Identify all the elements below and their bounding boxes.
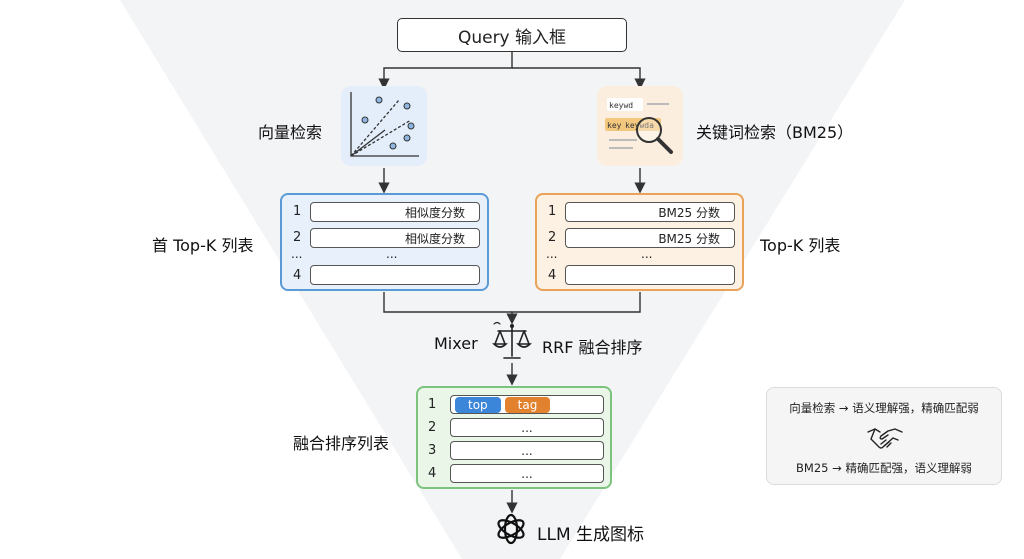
fused-row-1-num: 1 bbox=[428, 397, 437, 412]
tag-tag: tag bbox=[504, 396, 551, 413]
vector-scatter-icon bbox=[341, 86, 427, 166]
right-row-2: BM25 分数 bbox=[565, 228, 735, 248]
right-row-2-num: 2 bbox=[548, 230, 557, 245]
fused-row-2: ... bbox=[450, 418, 604, 437]
mixer-label: Mixer bbox=[434, 334, 478, 353]
comparison-note-card: 向量检索 → 语义理解强，精确匹配弱 BM25 → 精确匹配强，语义理解弱 bbox=[766, 387, 1002, 485]
handshake-icon bbox=[867, 428, 903, 449]
fused-ranking-list: 1 top tag 2 ... 3 ... 4 ... bbox=[416, 386, 612, 489]
fused-row-1: top tag bbox=[450, 395, 604, 414]
right-row-1: BM25 分数 bbox=[565, 202, 735, 222]
right-row-ellipsis: ... bbox=[641, 247, 653, 261]
right-row-4 bbox=[565, 265, 735, 285]
right-row-1-num: 1 bbox=[548, 204, 557, 219]
fused-list-label: 融合排序列表 bbox=[293, 434, 390, 453]
fused-row-3: ... bbox=[450, 441, 604, 460]
left-row-4 bbox=[310, 265, 480, 285]
vector-search-label: 向量检索 bbox=[258, 123, 323, 142]
fused-row-4: ... bbox=[450, 464, 604, 483]
query-label: Query 输入框 bbox=[457, 27, 567, 48]
keyword-icon-word-1: keywd bbox=[609, 101, 633, 110]
llm-output-label: LLM 生成图标 bbox=[537, 525, 645, 545]
right-list-label: Top-K 列表 bbox=[760, 236, 841, 255]
fused-row-3-num: 3 bbox=[428, 443, 437, 458]
keyword-icon-word-2: key bbox=[607, 121, 622, 130]
left-topk-list: 1 相似度分数 2 相似度分数 ... ... 4 bbox=[280, 193, 489, 291]
left-row-2-num: 2 bbox=[293, 230, 302, 245]
query-input-box: Query 输入框 bbox=[397, 18, 627, 52]
right-row-4-num: 4 bbox=[548, 268, 557, 283]
left-row-ellipsis-num: ... bbox=[291, 247, 303, 261]
right-row-ellipsis-num: ... bbox=[546, 247, 558, 261]
left-list-label: 首 Top-K 列表 bbox=[152, 236, 254, 255]
keyword-search-label: 关键词检索（BM25） bbox=[696, 123, 854, 142]
note-line-bm25: BM25 → 精确匹配强，语义理解弱 bbox=[796, 461, 972, 475]
scale-icon bbox=[492, 320, 532, 362]
keyword-search-icon: keywd key keywda bbox=[597, 86, 683, 166]
rrf-label: RRF 融合排序 bbox=[542, 338, 643, 357]
fused-row-2-num: 2 bbox=[428, 420, 437, 435]
openai-logo-icon bbox=[494, 512, 528, 546]
tag-top: top bbox=[455, 396, 501, 413]
keyword-icon-word-3: keywda bbox=[625, 121, 654, 130]
left-row-4-num: 4 bbox=[293, 268, 302, 283]
left-row-ellipsis: ... bbox=[386, 247, 398, 261]
fused-row-4-num: 4 bbox=[428, 466, 437, 481]
left-row-1-num: 1 bbox=[293, 204, 302, 219]
left-row-1: 相似度分数 bbox=[310, 202, 480, 222]
left-row-2: 相似度分数 bbox=[310, 228, 480, 248]
note-line-vector: 向量检索 → 语义理解强，精确匹配弱 bbox=[789, 401, 979, 415]
right-topk-list: 1 BM25 分数 2 BM25 分数 ... ... 4 bbox=[535, 193, 744, 291]
